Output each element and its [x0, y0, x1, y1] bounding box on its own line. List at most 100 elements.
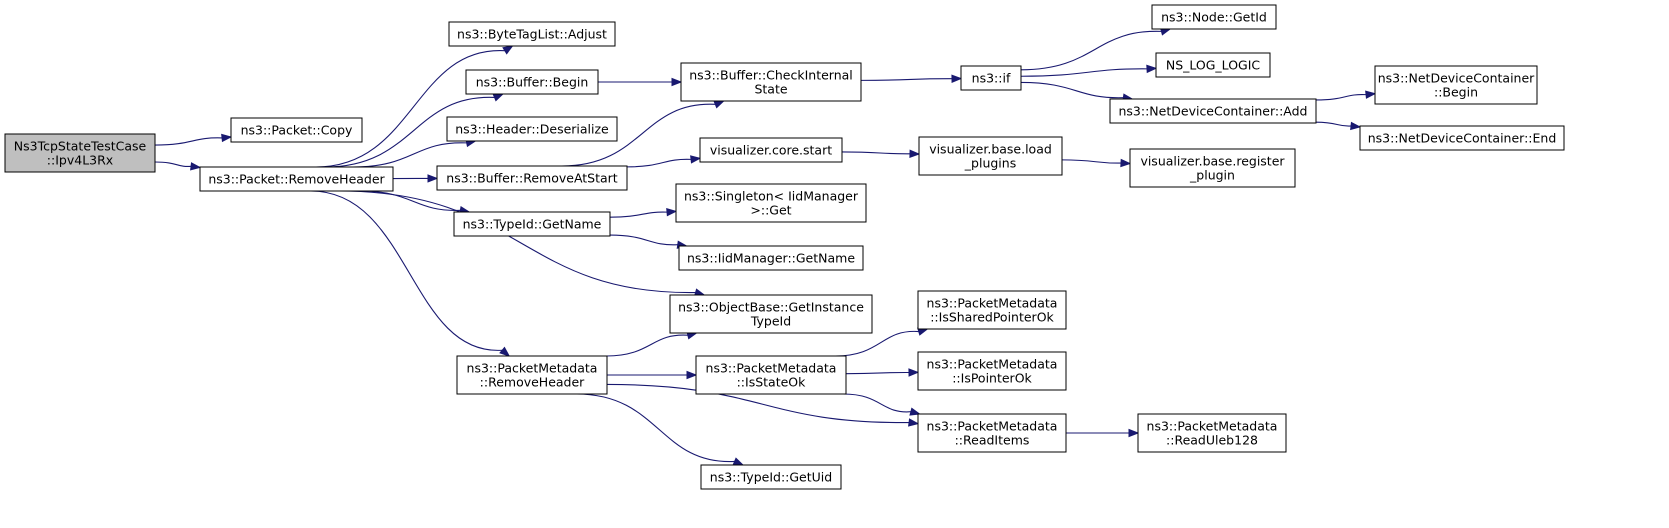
node-box	[1359, 125, 1565, 151]
arrowhead	[502, 45, 514, 55]
node-type-id-get-name[interactable]: ns3::TypeId::GetName	[453, 211, 611, 237]
node-box	[695, 355, 847, 395]
edge-type-id-get-name-to-iid-get-name	[609, 234, 689, 249]
edge-root-to-remove-header	[154, 161, 202, 171]
node-box	[456, 355, 608, 395]
node-label: ::IsSharedPointerOk	[930, 310, 1054, 325]
arrowhead	[1146, 64, 1158, 74]
node-label: ns3::if	[972, 71, 1011, 86]
node-box	[917, 413, 1067, 453]
edge-pm-remove-header-to-obj-get-instance-type-id	[606, 331, 698, 357]
node-box	[669, 294, 873, 334]
node-viz-core-start[interactable]: visualizer.core.start	[699, 137, 843, 163]
arrowhead	[732, 457, 745, 466]
node-type-id-get-uid[interactable]: ns3::TypeId::GetUid	[700, 464, 842, 490]
node-label: ns3::Packet::RemoveHeader	[208, 172, 385, 187]
arrowhead	[671, 77, 683, 87]
node-label: ::IsPointerOk	[952, 371, 1032, 386]
node-label: Ns3TcpStateTestCase	[14, 139, 147, 154]
node-label: TypeId	[750, 314, 791, 329]
node-label: ::Begin	[1434, 85, 1478, 100]
edge-remove-header-to-type-id-get-name	[359, 190, 471, 215]
node-pm-remove-header[interactable]: ns3::PacketMetadata::RemoveHeader	[456, 355, 608, 395]
edge-layer	[154, 27, 1377, 466]
arrowhead	[1120, 158, 1132, 168]
node-box	[699, 137, 843, 163]
arrowhead	[190, 162, 202, 171]
node-pm-read-items[interactable]: ns3::PacketMetadata::ReadItems	[917, 413, 1067, 453]
node-ns3if[interactable]: ns3::if	[960, 65, 1022, 91]
node-box	[1155, 52, 1271, 78]
node-box	[4, 133, 156, 173]
node-pm-is-state-ok[interactable]: ns3::PacketMetadata::IsStateOk	[695, 355, 847, 395]
node-box	[680, 62, 862, 102]
node-label: ns3::TypeId::GetUid	[710, 470, 832, 485]
node-label: ns3::TypeId::GetName	[463, 217, 602, 232]
edge-root-to-copy	[154, 133, 233, 146]
node-label: ns3::PacketMetadata	[927, 419, 1058, 434]
node-remove-header[interactable]: ns3::Packet::RemoveHeader	[199, 166, 394, 192]
edge-pm-remove-header-to-type-id-get-uid	[576, 393, 745, 466]
node-ndc-begin[interactable]: ns3::NetDeviceContainer::Begin	[1374, 65, 1538, 105]
edge-buffer-remove-at-start-to-viz-core-start	[626, 155, 702, 168]
node-iid-get-name[interactable]: ns3::IidManager::GetName	[678, 245, 864, 271]
node-buffer-remove-at-start[interactable]: ns3::Buffer::RemoveAtStart	[436, 165, 628, 191]
node-label: ns3::PacketMetadata	[927, 296, 1058, 311]
edge-buffer-remove-at-start-to-check-internal-state	[561, 100, 725, 167]
node-pm-read-uleb128[interactable]: ns3::PacketMetadata::ReadUleb128	[1137, 413, 1287, 453]
node-box	[1109, 98, 1317, 124]
node-label: ::ReadItems	[955, 433, 1030, 448]
edge-buffer-begin-to-check-internal-state	[598, 77, 683, 87]
node-viz-register-plugin[interactable]: visualizer.base.register_plugin	[1129, 148, 1296, 188]
node-byte-tag-adjust[interactable]: ns3::ByteTagList::Adjust	[448, 21, 616, 47]
edge-remove-header-to-header-deserialize	[353, 138, 477, 168]
node-singleton-get[interactable]: ns3::Singleton< IidManager>::Get	[675, 183, 867, 223]
node-label: visualizer.base.load	[929, 142, 1052, 157]
node-box	[465, 69, 599, 95]
node-box	[918, 136, 1063, 176]
node-label: ns3::ByteTagList::Adjust	[457, 27, 607, 42]
node-label: >::Get	[750, 203, 791, 218]
arrowhead	[908, 368, 920, 377]
node-box	[960, 65, 1022, 91]
arrowhead	[666, 207, 678, 217]
node-ndc-add[interactable]: ns3::NetDeviceContainer::Add	[1109, 98, 1317, 124]
node-pm-is-pointer-ok[interactable]: ns3::PacketMetadata::IsPointerOk	[917, 351, 1067, 391]
arrowhead	[713, 100, 725, 109]
edge-remove-header-to-obj-get-instance-type-id	[338, 190, 706, 297]
node-root[interactable]: Ns3TcpStateTestCase::Ipv4L3Rx	[4, 133, 156, 173]
arrowhead	[499, 346, 511, 357]
node-label: ns3::IidManager::GetName	[687, 251, 855, 266]
node-label: ns3::PacketMetadata	[1147, 419, 1278, 434]
node-box	[436, 165, 628, 191]
arrowhead	[686, 370, 698, 380]
edge-viz-load-plugins-to-viz-register-plugin	[1061, 158, 1132, 168]
node-buffer-begin[interactable]: ns3::Buffer::Begin	[465, 69, 599, 95]
node-label: ns3::Header::Deserialize	[455, 122, 609, 137]
node-pm-is-shared-pointer-ok[interactable]: ns3::PacketMetadata::IsSharedPointerOk	[917, 290, 1067, 330]
arrowhead	[492, 93, 505, 102]
node-copy[interactable]: ns3::Packet::Copy	[230, 117, 363, 143]
node-label: State	[754, 82, 787, 97]
node-box	[1129, 148, 1296, 188]
node-viz-load-plugins[interactable]: visualizer.base.load_plugins	[918, 136, 1063, 176]
node-label: ::RemoveHeader	[480, 375, 586, 390]
node-node-get-id[interactable]: ns3::Node::GetId	[1151, 4, 1277, 30]
edge-pm-is-state-ok-to-pm-read-items	[843, 393, 921, 416]
arrowhead	[908, 418, 920, 427]
node-label: ns3::PacketMetadata	[706, 361, 837, 376]
node-header-deserialize[interactable]: ns3::Header::Deserialize	[446, 116, 618, 142]
edge-pm-remove-header-to-pm-is-state-ok	[607, 370, 698, 380]
node-label: ns3::Buffer::Begin	[476, 75, 589, 90]
edge-ns3if-to-ns-log-logic	[1020, 64, 1158, 77]
node-label: ns3::Node::GetId	[1161, 10, 1267, 25]
edge-check-internal-state-to-ns3if	[860, 74, 963, 83]
edge-pm-is-state-ok-to-pm-is-pointer-ok	[845, 368, 920, 377]
node-ndc-end[interactable]: ns3::NetDeviceContainer::End	[1359, 125, 1565, 151]
edge-viz-core-start-to-viz-load-plugins	[841, 149, 921, 159]
node-ns-log-logic[interactable]: NS_LOG_LOGIC	[1155, 52, 1271, 78]
node-label: ns3::PacketMetadata	[927, 357, 1058, 372]
